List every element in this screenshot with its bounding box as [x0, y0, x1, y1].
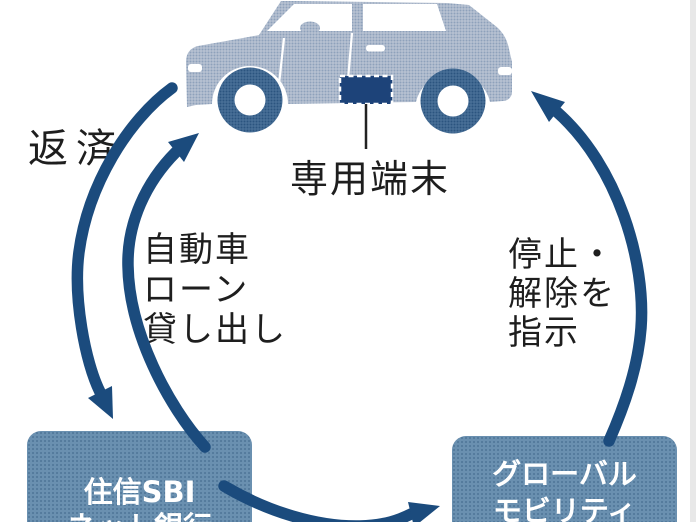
- node-bank-line2: ネット銀行: [27, 510, 252, 522]
- headlight: [188, 64, 202, 72]
- label-stop-line1: 停止・: [508, 235, 616, 275]
- car-side-icon: [186, 1, 512, 149]
- taillight: [498, 67, 512, 75]
- label-loan-line2: ローン: [143, 270, 250, 310]
- label-loan-disbursement: 自動車 ローン 貸し出し: [143, 230, 287, 350]
- rear-window: [363, 4, 446, 31]
- rear-wheel-icon: [420, 68, 486, 134]
- onboard-terminal-device: [338, 74, 394, 106]
- label-loan-line3: 貸し出し: [143, 310, 287, 350]
- door-handle: [366, 45, 385, 52]
- label-repayment: 返済: [28, 126, 124, 172]
- door-mirror: [300, 21, 320, 35]
- label-stop-release-command: 停止・ 解除を 指示: [508, 236, 616, 353]
- node-bank: 住信SBI ネット銀行: [27, 431, 252, 522]
- node-gms-line2: モビリティ: [492, 494, 637, 522]
- right-edge-strip: [690, 0, 696, 522]
- label-stop-line3: 指示: [508, 313, 580, 353]
- front-wheel-icon: [217, 67, 283, 133]
- label-stop-line2: 解除を: [508, 274, 616, 314]
- node-gms-line1: グローバル: [492, 457, 637, 491]
- node-global-mobility: グローバル モビリティ: [452, 436, 677, 522]
- label-loan-line1: 自動車: [143, 230, 251, 270]
- arrow-bank-to-gms: [218, 480, 440, 522]
- node-bank-line1: 住信SBI: [83, 475, 196, 509]
- label-terminal: 専用端末: [290, 157, 451, 201]
- front-window: [267, 4, 352, 31]
